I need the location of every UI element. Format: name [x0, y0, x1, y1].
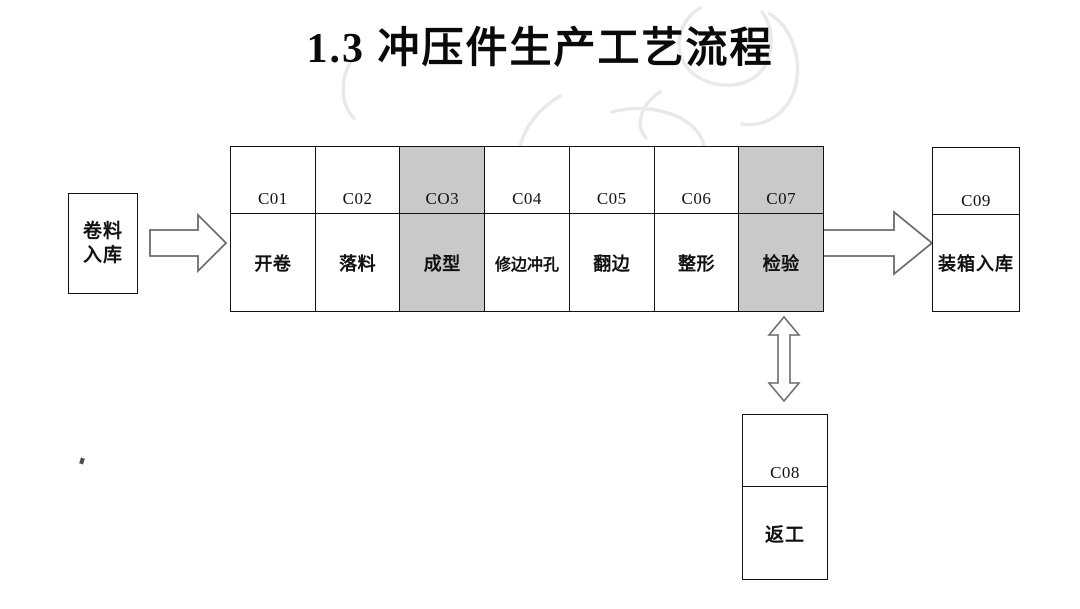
step-c06-name: 整形: [677, 253, 715, 274]
node-c09-name: 装箱入库: [938, 254, 1014, 274]
node-c08-code: C08: [743, 415, 827, 487]
node-c08-name: 返工: [764, 524, 805, 546]
arrow-input-to-strip: [149, 212, 228, 274]
step-c03-name: 成型: [423, 253, 461, 274]
step-c04-code: C04: [485, 147, 569, 214]
node-c08-rework[interactable]: C08 返工: [742, 414, 828, 580]
arrow-strip-to-output: [822, 210, 934, 276]
step-c01-code: C01: [231, 147, 315, 214]
step-c04-name: 修边冲孔: [495, 256, 560, 274]
arrow-inspect-rework-double: [767, 315, 801, 403]
page-title: 1.3 冲压件生产工艺流程: [306, 26, 774, 72]
step-c01[interactable]: C01 开卷: [231, 147, 316, 311]
step-c02-code: C02: [315, 147, 400, 214]
step-c07-name: 检验: [762, 253, 800, 274]
step-c01-name: 开卷: [254, 253, 292, 274]
step-c07[interactable]: C07 检验: [739, 147, 824, 311]
step-c02[interactable]: C02 落料: [315, 147, 401, 311]
step-c05[interactable]: C05 翻边: [569, 147, 655, 311]
step-c05-name: 翻边: [593, 253, 631, 274]
process-strip: C01 开卷 C02 落料 CO3 成型 C04 修边冲孔 C05 翻边 C06…: [230, 146, 824, 312]
step-c03[interactable]: CO3 成型: [400, 147, 486, 311]
step-c05-code: C05: [569, 147, 654, 214]
node-input-label: 卷料 入库: [82, 220, 123, 266]
step-c06-code: C06: [654, 147, 739, 214]
step-c03-code: CO3: [400, 147, 485, 214]
node-input-coil-storage[interactable]: 卷料 入库: [68, 193, 138, 294]
step-c04[interactable]: C04 修边冲孔: [485, 147, 570, 311]
node-c09-code: C09: [933, 148, 1019, 215]
step-c02-name: 落料: [339, 253, 377, 274]
step-c06[interactable]: C06 整形: [654, 147, 740, 311]
stray-mark: [79, 457, 85, 465]
node-c09-packaging-storage[interactable]: C09 装箱入库: [932, 147, 1020, 312]
step-c07-code: C07: [739, 147, 824, 214]
